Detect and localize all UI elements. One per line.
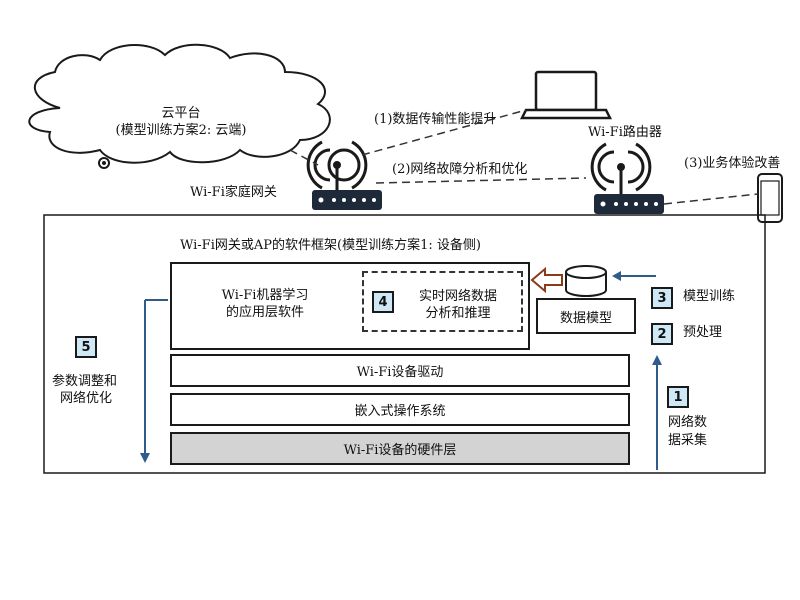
analysis-line2: 分析和推理 [425, 306, 491, 321]
router-wifi-icon [590, 142, 664, 214]
step-3-badge: 3 [651, 287, 673, 309]
model-to-analysis-arrow [530, 266, 563, 294]
step-2-label: 预处理 [683, 325, 723, 340]
parameter-tuning-arrow [140, 299, 168, 463]
step-1-line2: 据采集 [668, 433, 708, 448]
input-to-model-arrow [612, 271, 656, 281]
step-5-line1: 参数调整和 [52, 374, 118, 389]
gateway-label: Wi-Fi家庭网关 [190, 185, 277, 200]
data-model-box: 数据模型 [536, 298, 636, 334]
gateway-wifi-icon [306, 140, 382, 210]
cloud-title: 云平台 [161, 106, 201, 121]
analysis-line1: 实时网络数据 [418, 289, 497, 304]
link-label-2: (2)网络故障分析和优化 [392, 162, 528, 177]
laptop-icon [519, 70, 613, 120]
cloud-subtitle: (模型训练方案2: 云端) [115, 123, 247, 138]
os-label: 嵌入式操作系统 [354, 404, 446, 419]
framework-title: Wi-Fi网关或AP的软件框架(模型训练方案1: 设备侧) [180, 238, 481, 253]
phone-icon [757, 173, 783, 223]
app-layer-box [170, 262, 530, 350]
step-1-line1: 网络数 [668, 415, 708, 430]
cloud-icon [28, 43, 331, 169]
driver-layer: Wi-Fi设备驱动 [170, 354, 630, 387]
dashed-links [289, 109, 759, 205]
os-layer: 嵌入式操作系统 [170, 393, 630, 426]
app-layer-line1: Wi-Fi机器学习 [221, 288, 309, 303]
step-2-badge: 2 [651, 323, 673, 345]
app-layer-line2: 的应用层软件 [225, 305, 304, 320]
step-5-badge: 5 [75, 336, 97, 358]
data-model-label: 数据模型 [559, 310, 612, 326]
main-frame [43, 214, 766, 474]
analysis-box [362, 271, 523, 332]
step-5-line2: 网络优化 [60, 391, 113, 406]
data-collection-arrow [652, 355, 662, 470]
hardware-layer: Wi-Fi设备的硬件层 [170, 432, 630, 465]
driver-label: Wi-Fi设备驱动 [356, 365, 444, 380]
link-label-1: (1)数据传输性能提升 [374, 112, 497, 127]
step-1-badge: 1 [667, 386, 689, 408]
database-icon [565, 265, 607, 297]
step-4-badge: 4 [372, 291, 394, 313]
hardware-label: Wi-Fi设备的硬件层 [343, 443, 457, 458]
link-label-3: (3)业务体验改善 [684, 156, 781, 171]
step-3-label: 模型训练 [683, 289, 736, 304]
router-label: Wi-Fi路由器 [588, 125, 662, 140]
